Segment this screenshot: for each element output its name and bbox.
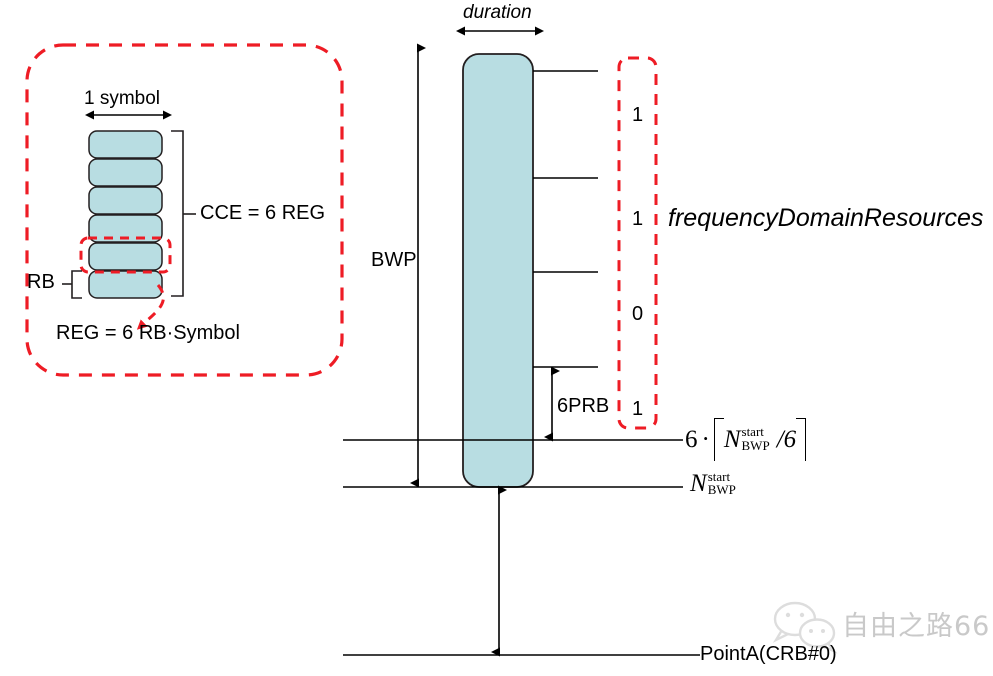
formula-start-variable: N — [690, 470, 707, 497]
formula-bwp-start: N start BWP — [690, 468, 736, 498]
frequency-domain-resources-label: frequencyDomainResources — [668, 204, 984, 232]
rbg-tick-lines — [533, 70, 598, 368]
reference-lines — [343, 439, 700, 656]
bitmap-bit-2: 0 — [632, 303, 644, 325]
reg-block-stack — [88, 130, 163, 299]
bitmap-bit-0: 1 — [632, 104, 644, 126]
formula-subscript: BWP — [741, 437, 770, 453]
cce-brace — [171, 130, 196, 297]
ceil-bracket-left — [713, 418, 724, 461]
bwp-label: BWP — [371, 249, 417, 271]
cce-label: CCE = 6 REG — [200, 202, 326, 224]
watermark-text: 自由之路66 — [842, 611, 991, 642]
formula-ceil-bwp-start: 6 · N start BWP /6 — [685, 418, 807, 461]
reg-label: REG = 6 RB·Symbol — [56, 322, 240, 344]
formula-variable: N — [723, 425, 741, 453]
reg-callout-arrow — [136, 284, 165, 330]
formula-superscript: start — [741, 424, 764, 440]
formula-start-subscript: BWP — [707, 482, 736, 497]
inset-dashed-boundary — [25, 43, 344, 377]
one-symbol-label: 1 symbol — [84, 88, 161, 109]
frequency-domain-resources-dashed-box — [617, 56, 658, 430]
formula-coefficient: 6 — [685, 425, 698, 453]
wechat-icon — [772, 601, 838, 654]
formula-dot: · — [701, 425, 710, 453]
duration-label: duration — [463, 2, 532, 23]
pointa-label: PointA(CRB#0) — [700, 643, 837, 665]
formula-start-superscript: start — [707, 468, 731, 484]
formula-start-script-group: start BWP — [707, 468, 736, 497]
ceil-bracket-right — [796, 418, 807, 461]
coreset-bar — [462, 53, 534, 488]
rb-label: RB — [27, 271, 55, 293]
reg-highlight-dashed-box — [79, 236, 172, 274]
rb-brace — [62, 270, 82, 299]
formula-divisor: /6 — [776, 425, 797, 453]
bitmap-bit-3: 1 — [632, 398, 644, 420]
formula-script-group: start BWP — [742, 425, 770, 452]
six-prb-label: 6PRB — [557, 395, 610, 417]
bitmap-bit-1: 1 — [632, 208, 644, 230]
